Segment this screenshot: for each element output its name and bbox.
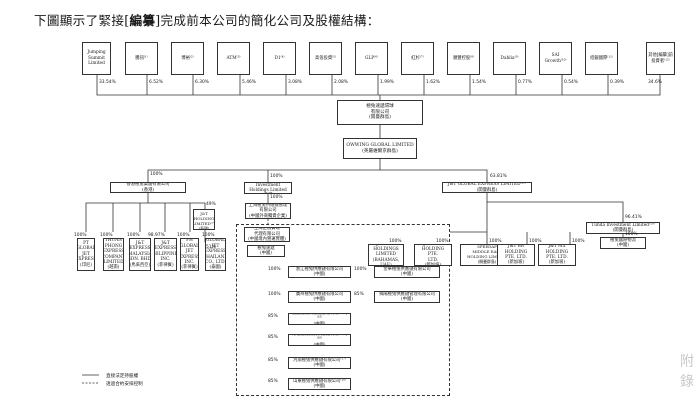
jitu-express-china: 極兔速遞 (中國)	[247, 245, 285, 257]
pct-infinity-bottom: 51%	[206, 245, 216, 250]
shareholder-sai-growth: SAI Growth⁽¹⁰⁾	[539, 42, 572, 75]
pct-prc-sub: 85%	[268, 335, 278, 340]
shareholding-pct: 0.39%	[610, 80, 624, 85]
section-heading: 下圖顯示了緊接[編纂]完成前本公司的簡化公司及股權結構：	[34, 13, 380, 28]
pct-prc-sub-right: 100%	[354, 267, 367, 272]
shanghai-zhengchang: 上海正昌貨運 代理有限公司 (中國境內營運實體)	[244, 227, 290, 242]
pct-global-sub: 100%	[572, 239, 585, 244]
prc-subsidiary: 山東極兔供應鏈有限公司⁽¹⁸⁾ (中國)	[288, 378, 351, 390]
shareholder-jumping-summit: Jumping Summit Limited	[82, 42, 111, 75]
pct-tunda: 96.41%	[625, 215, 642, 220]
entity-vietnam: THUAN PHONG EXPRESS COMPANY LIMITED (越南)	[103, 238, 124, 271]
shareholder-sequoia: 紅杉⁽⁷⁾	[401, 42, 434, 75]
pct-sea-ph-global: 100%	[177, 233, 190, 238]
shareholder-other-investors: 其他[編纂]前 投資者⁽¹²⁾	[646, 42, 675, 75]
global-sub-dgs: J&T DGS HOLDINGS LIMITED (BAHAMAS, UAE)	[368, 244, 404, 266]
hk-jitu-group: 香港極兔集團有限公司 (香港)	[110, 182, 186, 193]
pct-global-sub: 100%	[489, 239, 502, 244]
pct-jitu-intl: 100%	[625, 232, 638, 237]
pct-sea-malaysia: 100%	[127, 233, 140, 238]
shareholder-d1: D1⁽⁴⁾	[263, 42, 296, 75]
pct-sea-thailand: 100%	[202, 233, 215, 238]
listed-company: 極兔速遞環球 有限公司 (開曼群島)	[337, 100, 423, 125]
entity-ph-global: PH GLOBAL JET EXPRESS INC. (菲律賓)	[180, 238, 199, 271]
shareholding-pct: 2.08%	[334, 80, 348, 85]
redacted-mark: 編纂	[129, 13, 156, 28]
pct-sea-vietnam: 100%	[100, 233, 113, 238]
shareholder-hillhouse: 高瓴投資⁽⁵⁾	[309, 42, 342, 75]
pct-prc-sub: 100%	[268, 267, 281, 272]
legend-dashed-label: 透過合約安排控制	[106, 382, 143, 387]
prc-subsidiary-right: 揭陽極兔供應鏈管理有限公司 (中國)	[374, 291, 440, 303]
prc-subsidiary: 河北極兔物流供應鏈有限公司⁽¹⁶⁾ (中國)	[288, 334, 351, 346]
tunda-investment: Tunda Investment Limited⁽¹⁹⁾ (開曼群島)	[586, 222, 660, 234]
pct-sea-philippines: 98.97%	[148, 233, 165, 238]
shanghai-supply-chain-mgmt: 上海極兔供應鏈管理 有限公司 (中國外商獨資企業)	[245, 203, 291, 219]
shareholding-pct: 1.54%	[472, 80, 486, 85]
pct-hk-group: 100%	[150, 172, 163, 177]
pct-prc-sub: 100%	[268, 292, 281, 297]
global-sub-br: J&T BR HOLDING PTE. LTD. (新加坡)	[497, 244, 535, 266]
pct-jt-global-express: 63.81%	[490, 174, 507, 179]
pct-global-sub: 100%	[529, 239, 542, 244]
pct-sino-investment: 100%	[270, 174, 283, 179]
jitu-international-logistics: 極兔國際物流 (中國)	[600, 237, 646, 249]
shareholding-pct: 33.54%	[99, 80, 116, 85]
owwing-global: OWWING GLOBAL LIMITED (英屬維爾京群島)	[343, 138, 417, 159]
shareholding-pct: 0.54%	[564, 80, 578, 85]
entity-philippines: J&T EXPRESS (PHILIPPINES) INC. (菲律賓)	[154, 238, 177, 271]
shareholder-glp: GLP⁽⁶⁾	[355, 42, 388, 75]
shareholder-cmb-international: 招銀國際⁽¹¹⁾	[585, 42, 618, 75]
prc-subsidiary: 河南極兔供應鏈有限公司⁽¹⁷⁾ (中國)	[288, 357, 351, 369]
global-sub-ksa: J&T KSA HOLDING PTE. LTD. (新加坡)	[414, 244, 452, 266]
pct-infinity-top: 49%	[206, 202, 216, 207]
shareholding-pct: 1.99%	[380, 80, 394, 85]
shareholding-pct: 3.08%	[288, 80, 302, 85]
shareholding-pct: 1.62%	[426, 80, 440, 85]
pct-prc-sub: 85%	[268, 379, 278, 384]
shareholding-pct: 6.52%	[149, 80, 163, 85]
pct-global-sub: 100%	[389, 239, 402, 244]
global-sub-mx: J&T MX HOLDING PTE. LTD. (新加坡)	[538, 244, 576, 266]
pct-prc-sub-right: 85%	[354, 292, 364, 297]
jt-global-express: J&T GLOBAL EXPRESS LIMITED⁽¹³⁾ (開曼群島)	[442, 182, 532, 193]
prc-subsidiary: 浙江極兔供應鏈有限公司 (中國)	[288, 266, 351, 278]
appendix-stamp: 附錄	[680, 354, 694, 390]
shareholder-boyu: 博裕⁽²⁾	[171, 42, 204, 75]
shareholding-pct: 5.46%	[242, 80, 256, 85]
jt-sino-investment: J&T Sino Investment Holdings Limited (香港…	[244, 182, 292, 194]
prc-subsidiary-right: 金華極兔供應鏈有限公司 (中國)	[374, 266, 440, 278]
shareholder-dahlia: Dahlia⁽⁹⁾	[493, 42, 526, 75]
pct-global-sub: 100%	[436, 239, 449, 244]
prc-subsidiary: 廣州極兔供應鏈有限公司 (中國)	[288, 291, 351, 303]
entity-thailand: GLOBAL JET EXPRESS (THAILAND) CO., LTD. …	[205, 238, 226, 271]
pct-prc-sub: 85%	[268, 358, 278, 363]
pct-china-mgmt: 100%	[270, 195, 283, 200]
pct-sea-indonesia: 100%	[74, 233, 87, 238]
entity-malaysia: J&T EXPRESS (MALAYSIA) SDN. BHD. (馬來西亞)	[129, 238, 151, 271]
entity-indonesia: PT GLOBAL JET EXPRESS (印尼)	[77, 238, 95, 271]
shareholding-pct: 6.30%	[195, 80, 209, 85]
prc-subsidiary: 福建極兔供應鏈管理有限公司⁽¹⁵⁾ (中國)	[288, 313, 351, 325]
infinity-holding: INFINITY J&T HOLDING LIMITED⁽¹⁴⁾ (泰國)	[193, 209, 215, 230]
shareholder-sf-holding: 順豐控股⁽⁸⁾	[447, 42, 480, 75]
legend-solid-label: 直接法定持股權	[106, 374, 139, 379]
shareholder-tencent: 騰訊⁽¹⁾	[125, 42, 158, 75]
pct-prc-sub: 85%	[268, 314, 278, 319]
shareholder-atm: ATM⁽³⁾	[217, 42, 250, 75]
shareholding-pct: 34.6%	[648, 80, 662, 85]
shareholding-pct: 0.77%	[518, 80, 532, 85]
